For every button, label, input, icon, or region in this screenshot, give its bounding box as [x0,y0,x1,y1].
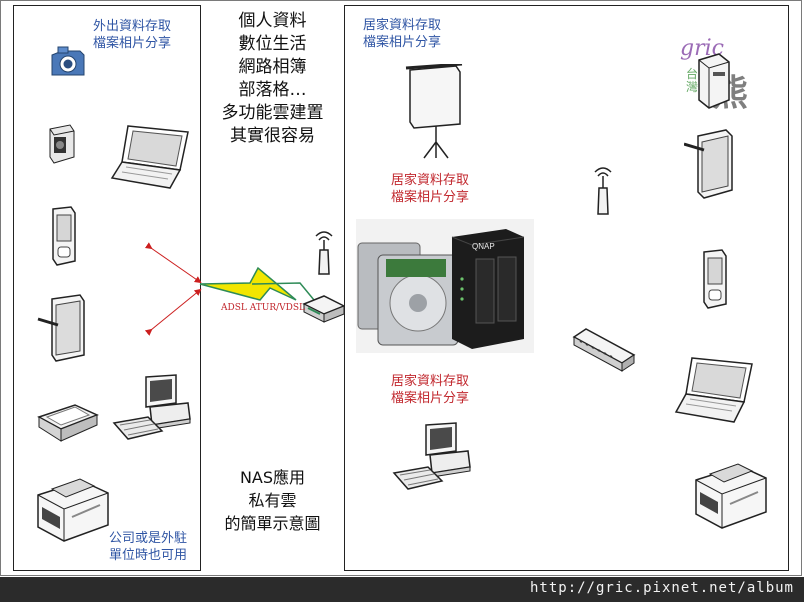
connection-arrow [144,242,202,284]
middle-top-text: 個人資料 數位生活 網路相簿 部落格… 多功能雲建置 其實很容易 [200,10,345,148]
tablet-icon [37,294,85,362]
watermark-cjk-small: 台 灣 [686,68,698,94]
camcorder-icon [49,124,75,164]
left-panel [13,5,201,571]
antenna-icon [594,167,612,215]
caption-line: 居家資料存取 [390,374,469,389]
nas-caption: 居家資料存取 檔案相片分享 [378,172,482,206]
image-frame [0,0,802,576]
caption-line: 檔案相片分享 [390,190,469,205]
scanner-icon [37,404,99,442]
left-bottom-caption: 公司或是外駐 單位時也可用 [96,530,200,564]
antenna-icon [315,231,333,275]
camera-icon [51,46,85,76]
lightning-icon [199,266,315,301]
router-icon [302,295,346,323]
text-line: 其實很容易 [230,126,315,146]
caption-line: 居家資料存取 [362,18,441,33]
nas-brand-label: QNAP [472,242,495,251]
left-top-caption: 外出資料存取 檔案相片分享 [78,18,186,52]
router-label: ADSL ATUR/VDSL [221,303,305,313]
caption-line: 檔案相片分享 [390,391,469,406]
text-line: 的簡單示意圖 [224,514,321,533]
watermark-char: 灣 [686,80,699,94]
text-line: 私有雲 [248,491,297,510]
caption-line: 公司或是外駐 [108,531,187,546]
network-switch-icon [572,328,636,372]
footer-bar: http://gric.pixnet.net/album [0,577,804,602]
right-top-caption: 居家資料存取 檔案相片分享 [352,17,452,51]
caption-line: 外出資料存取 [92,19,171,34]
watermark-char: 台 [686,67,699,81]
text-line: 個人資料 [238,11,307,31]
pc-caption: 居家資料存取 檔案相片分享 [378,373,482,407]
caption-line: 檔案相片分享 [92,36,171,51]
desktop-pc-icon [112,374,191,440]
text-line: 數位生活 [238,34,307,54]
pda-icon [703,249,727,309]
caption-line: 單位時也可用 [108,548,187,563]
text-line: NAS應用 [239,468,306,487]
nas-device-icon: QNAP [356,219,534,353]
tablet-icon [684,129,733,199]
text-line: 網路相簿 [238,57,307,77]
text-line: 部落格… [238,80,307,100]
printer-icon [695,463,767,529]
caption-line: 居家資料存取 [390,173,469,188]
printer-icon [37,478,109,542]
text-line: 多功能雲建置 [221,103,324,123]
laptop-icon [674,357,753,423]
footer-url: http://gric.pixnet.net/album [529,580,794,596]
projector-screen-icon [405,64,463,159]
desktop-pc-icon [392,422,471,490]
middle-bottom-text: NAS應用 私有雲 的簡單示意圖 [210,466,335,535]
desktop-pc-icon [698,53,730,109]
caption-line: 檔案相片分享 [362,35,441,50]
laptop-icon [110,125,189,189]
pda-icon [52,206,76,266]
connection-arrow [144,288,202,336]
